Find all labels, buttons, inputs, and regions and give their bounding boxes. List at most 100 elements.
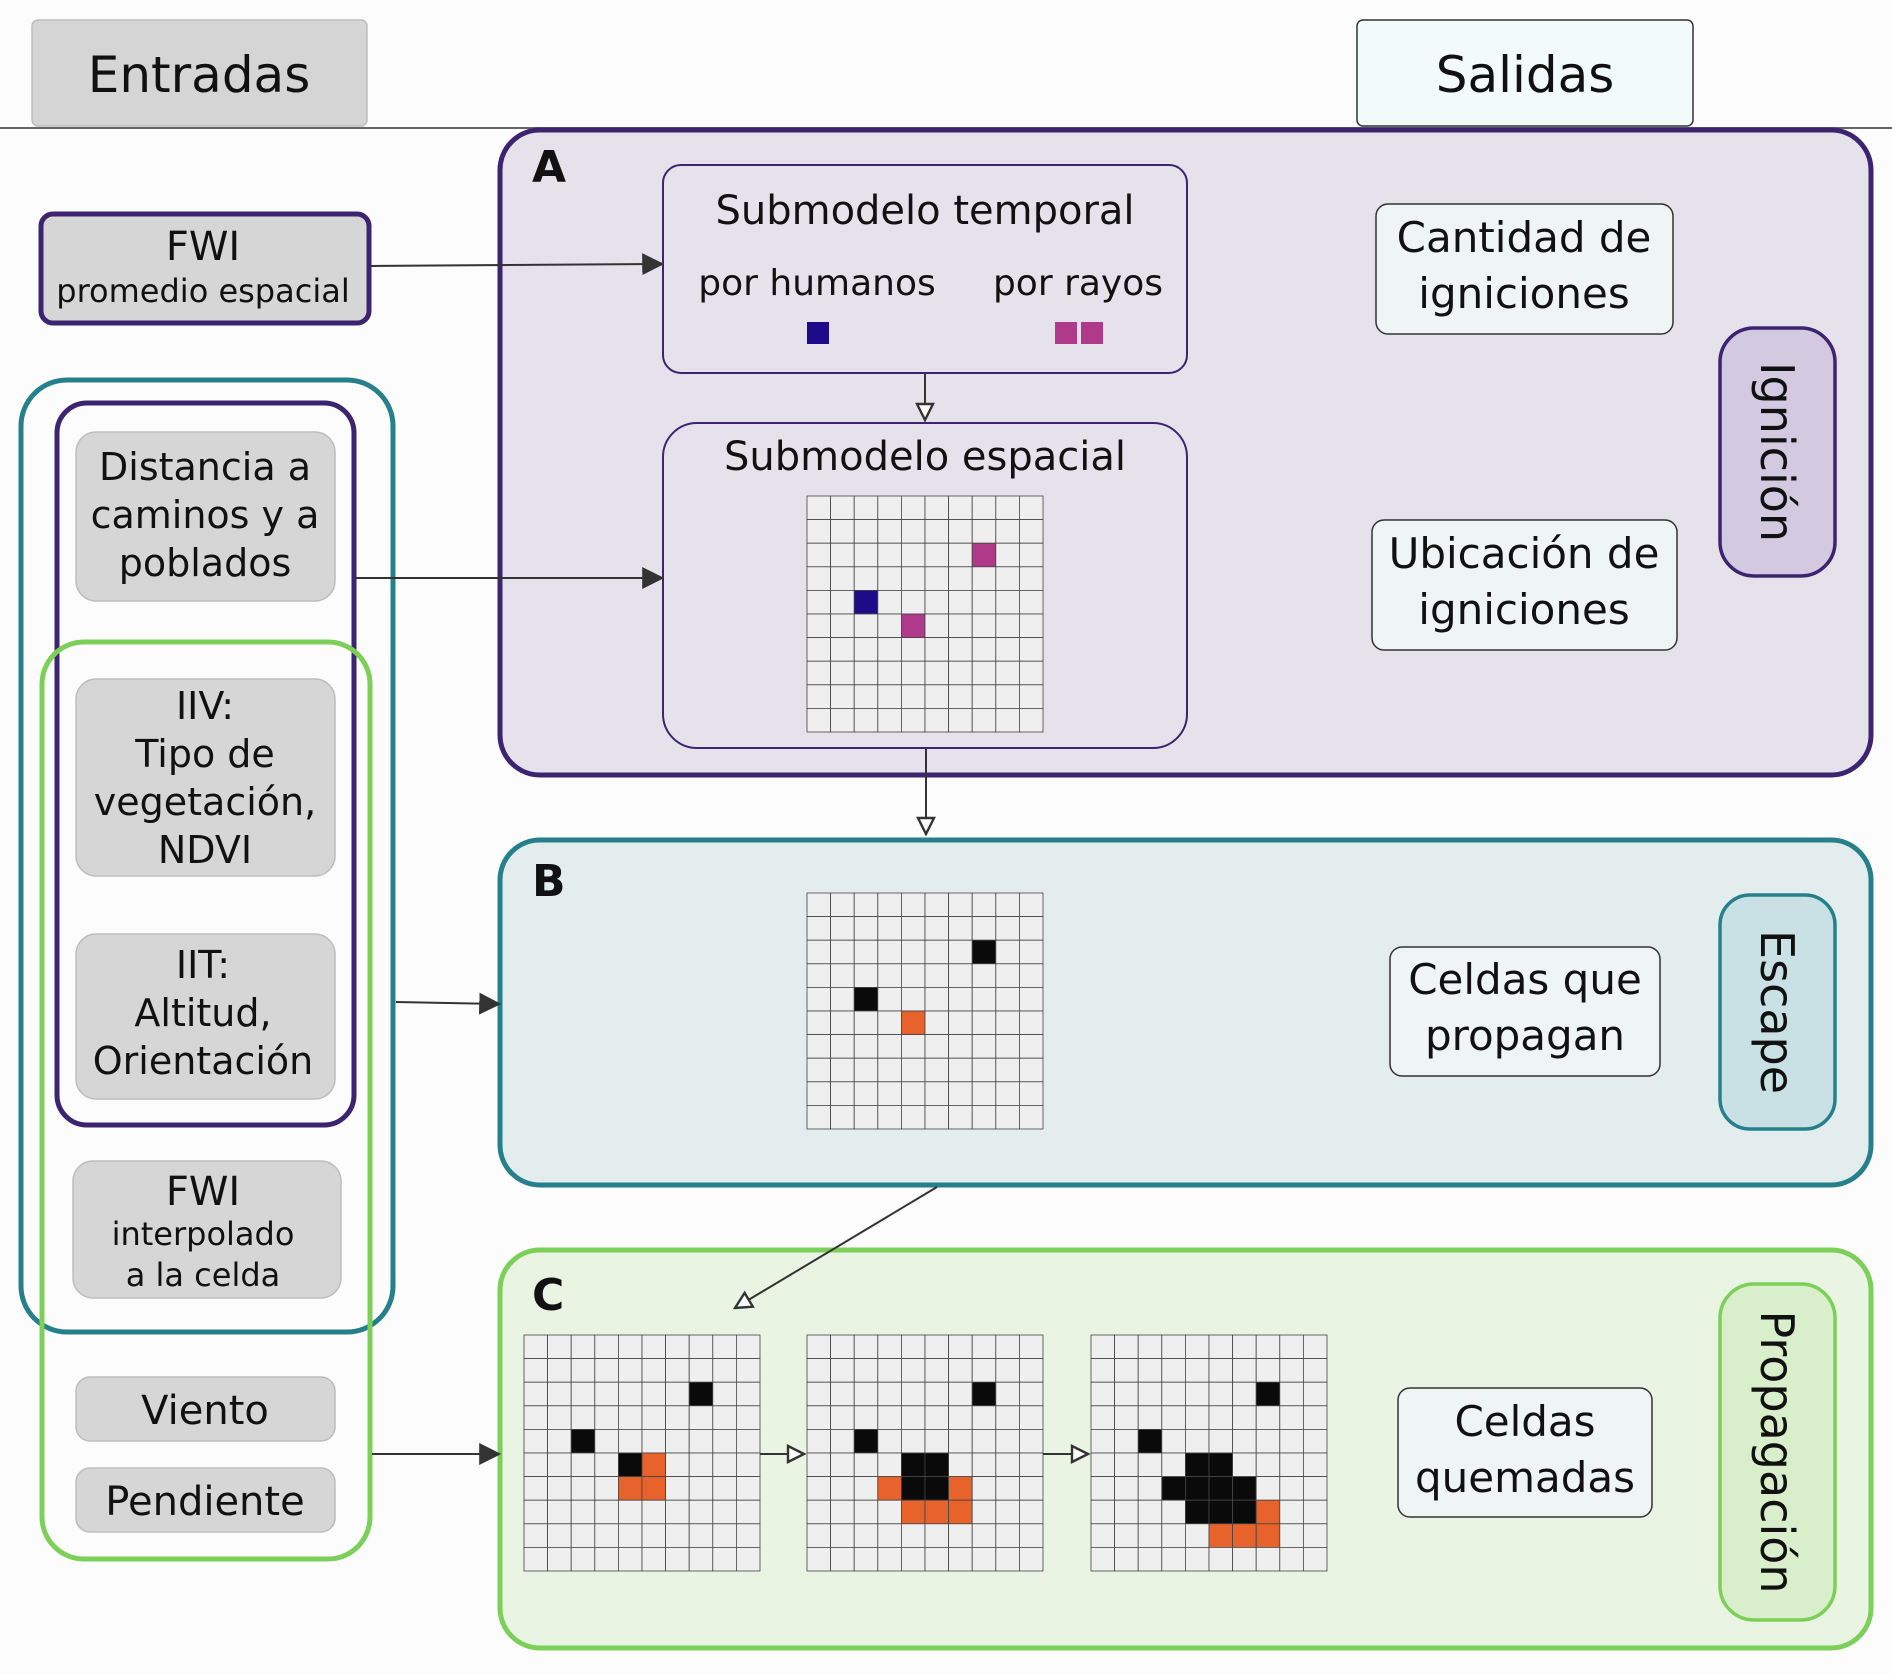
grid-cell <box>877 542 902 568</box>
grid-cell <box>1090 1547 1116 1572</box>
output-spreading-cells-box <box>1389 946 1661 1077</box>
grid-cell <box>948 566 973 591</box>
grid-cell <box>995 1358 1020 1383</box>
grid-cell <box>830 1334 855 1360</box>
grid-cell <box>712 1429 737 1454</box>
grid-cell <box>995 939 1020 965</box>
grid-cell <box>924 1034 950 1059</box>
grid-cell <box>830 542 855 568</box>
grid-cell <box>1090 1334 1116 1360</box>
grid-cell <box>1090 1429 1116 1454</box>
grid-cell <box>1090 1452 1116 1478</box>
grid-cell <box>1019 637 1044 662</box>
grid-cell <box>1208 1334 1234 1360</box>
grid-cell <box>877 1547 902 1572</box>
grid-cell <box>877 1358 902 1383</box>
grid-cell <box>877 660 902 686</box>
input-fwi-mean-title: FWI <box>166 224 240 270</box>
grid-cell <box>1019 1010 1044 1036</box>
input-fwi-mean-subtitle: promedio espacial <box>56 272 349 310</box>
grid-cell <box>877 1429 902 1454</box>
grid-cell <box>665 1499 690 1525</box>
grid-cell <box>688 1358 714 1383</box>
grid-cell <box>641 1405 667 1430</box>
grid-cell <box>971 1476 997 1501</box>
grid-cell <box>971 1010 997 1036</box>
grid-cell <box>948 684 973 709</box>
grid-cell <box>618 1358 643 1383</box>
grid-cell <box>688 1405 714 1430</box>
grid-cell <box>877 637 902 662</box>
grid-cell <box>948 1358 973 1383</box>
grid-cell <box>830 1499 855 1525</box>
grid-cell <box>948 1405 973 1430</box>
grid-cell <box>1303 1405 1328 1430</box>
grid-cell <box>523 1523 549 1548</box>
grid-cell <box>995 1405 1020 1430</box>
grid-cell <box>901 1105 926 1130</box>
grid-cell-burning <box>1255 1523 1281 1548</box>
grid-cell <box>1232 1381 1257 1407</box>
grid-cell <box>806 590 832 615</box>
grid-cell <box>1114 1547 1139 1572</box>
grid-cell <box>1114 1452 1139 1478</box>
grid-cell <box>877 963 902 988</box>
propagation-side-label: Propagación <box>1750 1310 1804 1593</box>
grid-cell <box>948 939 973 965</box>
grid-cell <box>948 1429 973 1454</box>
grid-cell <box>853 660 879 686</box>
grid-cell <box>1255 1405 1281 1430</box>
grid-cell <box>806 1499 832 1525</box>
panel-c-letter: C <box>532 1270 564 1321</box>
grid-cell <box>853 963 879 988</box>
grid-cell <box>1208 1358 1234 1383</box>
grid-cell <box>948 519 973 544</box>
lightning-ignition-marker <box>1081 322 1103 344</box>
grid-cell <box>877 1105 902 1130</box>
output-ignition-location-box <box>1371 519 1678 651</box>
grid-cell <box>901 1523 926 1548</box>
grid-cell <box>971 637 997 662</box>
grid-cell <box>806 892 832 918</box>
grid-cell <box>971 1523 997 1548</box>
grid-cell <box>618 1523 643 1548</box>
grid-cell <box>618 1381 643 1407</box>
grid-cell <box>1019 1334 1044 1360</box>
grid-cell <box>877 1381 902 1407</box>
grid-cell <box>830 1057 855 1083</box>
grid-cell <box>853 1523 879 1548</box>
grid-cell <box>1161 1499 1186 1525</box>
outputs-header-box <box>1356 19 1694 127</box>
grid-cell <box>1019 963 1044 988</box>
grid-cell <box>641 1429 667 1454</box>
ignition-grid <box>806 495 1044 733</box>
grid-cell <box>971 987 997 1012</box>
grid-cell <box>1303 1429 1328 1454</box>
grid-cell <box>853 1010 879 1036</box>
grid-cell <box>948 590 973 615</box>
grid-cell <box>688 1334 714 1360</box>
grid-cell <box>1019 542 1044 568</box>
grid-cell <box>1185 1429 1210 1454</box>
grid-cell <box>1232 1429 1257 1454</box>
grid-cell <box>971 963 997 988</box>
grid-cell <box>971 1358 997 1383</box>
grid-cell <box>641 1358 667 1383</box>
grid-cell <box>995 987 1020 1012</box>
grid-cell <box>594 1334 619 1360</box>
grid-cell <box>877 987 902 1012</box>
grid-cell <box>901 916 926 941</box>
grid-cell-spreading <box>901 1010 926 1036</box>
grid-cell <box>1208 1429 1234 1454</box>
grid-cell <box>877 495 902 521</box>
grid-cell <box>806 684 832 709</box>
grid-cell <box>877 1010 902 1036</box>
grid-cell <box>853 1105 879 1130</box>
grid-cell <box>877 1034 902 1059</box>
grid-cell <box>1161 1523 1186 1548</box>
grid-cell <box>665 1381 690 1407</box>
grid-cell <box>995 1429 1020 1454</box>
input-group-ignition <box>54 400 357 1128</box>
grid-cell <box>618 1499 643 1525</box>
grid-cell <box>853 542 879 568</box>
